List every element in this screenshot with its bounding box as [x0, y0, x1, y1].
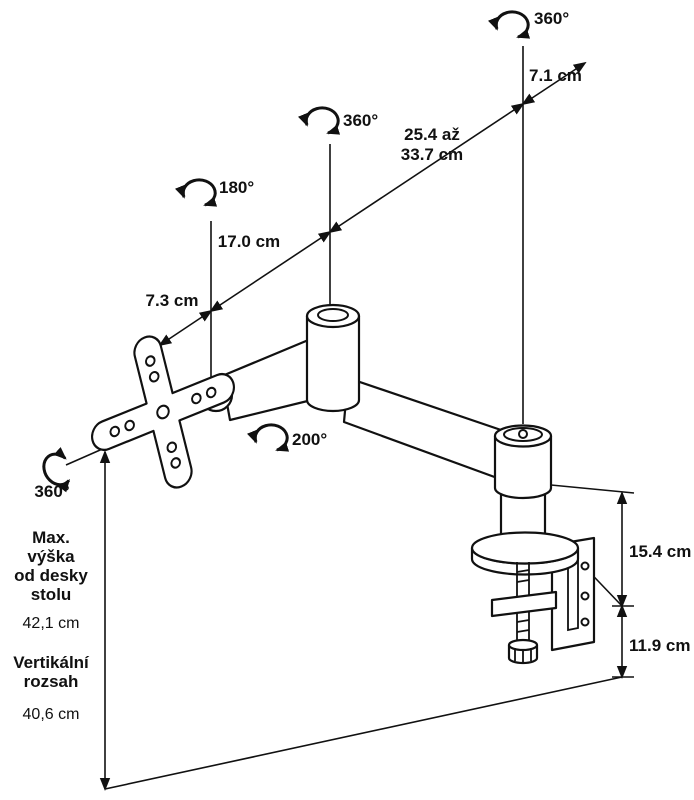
plate-center-hole	[156, 404, 170, 420]
vertical-range-value: 40,6 cm	[23, 706, 80, 723]
rotation-arrow-plate	[42, 447, 71, 493]
max-height-label-line3: od desky	[14, 566, 88, 585]
rotation-label-swivel: 200°	[292, 430, 327, 449]
dimension-label-end-depth: 7.1 cm	[529, 66, 582, 85]
max-height-label-line4: stolu	[31, 585, 72, 604]
extension-line-top	[550, 484, 635, 494]
dim-line-plate-depth	[158, 309, 213, 347]
vertical-range-label-line1: Vertikální	[13, 653, 90, 672]
dim-line-end-depth	[521, 61, 587, 106]
max-height-label-line2: výška	[27, 547, 75, 566]
vertical-range-label-line2: rozsah	[24, 672, 79, 691]
desk-plane-line	[104, 676, 623, 790]
mount-unit	[91, 303, 596, 665]
dimension-label-plate-depth: 7.3 cm	[146, 291, 199, 310]
labels: 360° 7.1 cm 360° 25.4 až 33.7 cm 180° 17…	[13, 9, 691, 723]
pivot-bolt	[518, 429, 528, 439]
clamp-pad	[490, 590, 558, 618]
rotation-arrow-pole-top	[488, 10, 531, 39]
dimension-lines	[99, 61, 628, 791]
dimension-label-below-desk: 11.9 cm	[629, 636, 690, 655]
elbow-cylinder	[305, 303, 361, 413]
rotation-arrow-tilt	[175, 178, 218, 207]
rotation-label-pole-top: 360°	[534, 9, 569, 28]
dimension-label-above-desk: 15.4 cm	[629, 542, 691, 561]
max-height-value: 42,1 cm	[23, 615, 80, 632]
dim-line-reach	[328, 102, 525, 234]
rotation-label-plate: 360°	[34, 482, 69, 501]
vesa-plate	[91, 335, 235, 489]
dimension-label-arm-segment: 17.0 cm	[218, 232, 280, 251]
rotation-label-elbow: 360°	[343, 111, 378, 130]
dim-line-arm-segment	[209, 230, 332, 313]
max-height-label-line1: Max.	[32, 528, 70, 547]
dimension-label-reach-line2: 33.7 cm	[401, 145, 463, 164]
pole-sleeve	[493, 424, 553, 500]
rotation-arrow-swivel	[247, 423, 290, 452]
rotation-arrows	[42, 10, 531, 493]
dimension-label-reach-line1: 25.4 až	[404, 125, 460, 144]
rotation-arrow-elbow	[298, 106, 341, 135]
rotation-label-tilt: 180°	[219, 178, 254, 197]
desk-disc	[470, 531, 580, 576]
clamp-knob	[507, 638, 539, 665]
arm-segment-2	[342, 376, 506, 481]
